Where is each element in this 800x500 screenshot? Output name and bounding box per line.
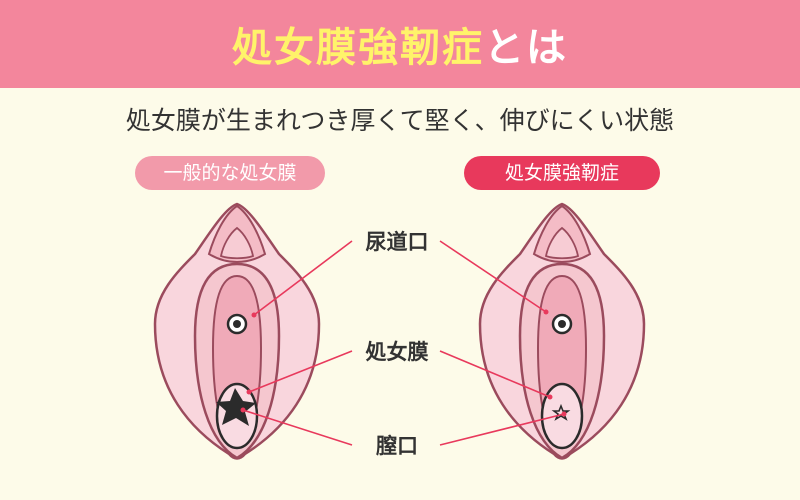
rigid-hymen-badge: 処女膜強靭症 <box>464 156 660 190</box>
header-banner: 処女膜強靭症とは <box>0 0 800 88</box>
subtitle: 処女膜が生まれつき厚くて堅く、伸びにくい状態 <box>125 106 675 135</box>
title-suffix: とは <box>484 25 568 71</box>
hymen-label: 処女膜 <box>361 336 433 366</box>
rigid-anatomy-illustration <box>478 202 646 460</box>
title-highlight: 処女膜強靭症 <box>232 25 484 71</box>
normal-hymen-badge: 一般的な処女膜 <box>135 156 325 190</box>
urethra-label: 尿道口 <box>361 226 433 256</box>
rigid-vaginal-opening-icon <box>551 403 571 421</box>
normal-vaginal-opening-icon <box>216 388 256 426</box>
vaginal-opening-label: 膣口 <box>372 430 422 460</box>
normal-anatomy-illustration <box>153 202 321 460</box>
page-title: 処女膜強靭症とは <box>232 15 568 73</box>
